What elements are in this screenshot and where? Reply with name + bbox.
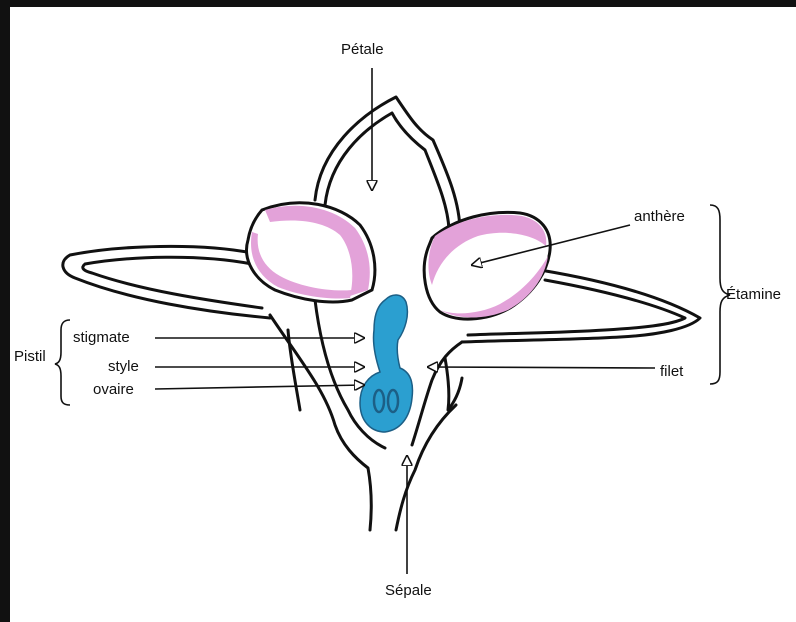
label-pistil: Pistil — [14, 349, 46, 364]
label-stigmate: stigmate — [73, 330, 130, 345]
ovaire-pointer — [155, 385, 364, 389]
sepal-right — [445, 358, 462, 410]
label-etamine: Étamine — [726, 287, 781, 302]
label-anthere: anthère — [634, 209, 685, 224]
pistil-brace — [55, 320, 70, 405]
filet-pointer — [428, 367, 655, 368]
label-sepale: Sépale — [385, 583, 432, 598]
label-ovaire: ovaire — [93, 382, 134, 397]
pistil-shape — [360, 295, 413, 432]
sepal-left-lower — [288, 330, 300, 410]
label-petale: Pétale — [341, 42, 384, 57]
right-anther — [424, 212, 550, 319]
label-style: style — [108, 359, 139, 374]
left-anther — [247, 203, 375, 302]
sepal-bottom — [396, 405, 456, 530]
label-filet: filet — [660, 364, 683, 379]
left-petal-inner — [83, 257, 262, 308]
receptacle-right — [412, 342, 462, 445]
